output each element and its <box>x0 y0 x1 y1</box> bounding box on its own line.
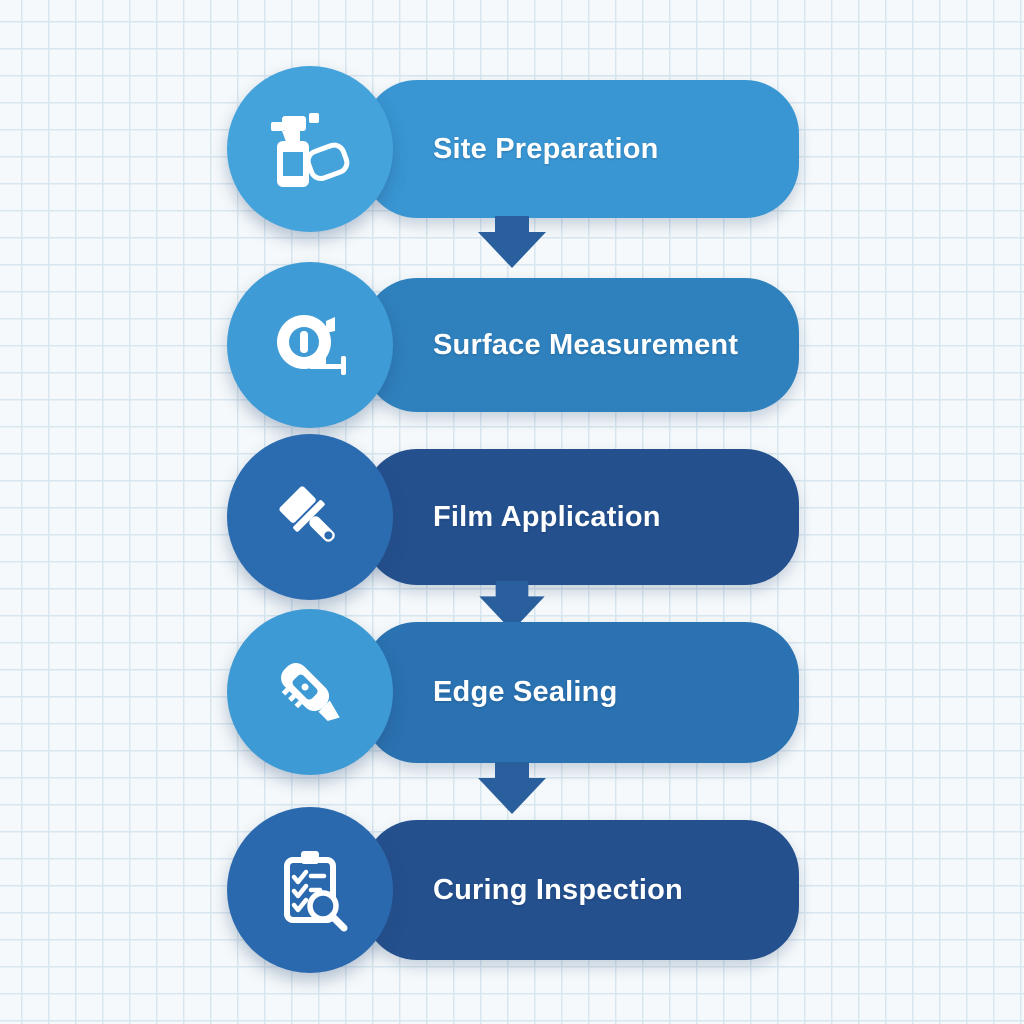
step-label: Edge Sealing <box>433 676 618 708</box>
tape-measure-icon <box>277 315 346 375</box>
step-label: Film Application <box>433 500 661 533</box>
arrow-down-icon <box>478 216 546 268</box>
step-pill: Surface Measurement <box>363 278 799 412</box>
step-label: Site Preparation <box>433 132 659 165</box>
step-circle <box>227 262 393 428</box>
arrow-down-icon <box>478 762 546 814</box>
step-pill: Film Application <box>363 449 799 585</box>
step-pill: Site Preparation <box>363 80 799 218</box>
squeegee-icon <box>279 486 335 542</box>
spray-cleaner-icon <box>271 113 350 187</box>
step-circle <box>227 66 393 232</box>
step-circle <box>227 434 393 600</box>
step-circle <box>227 807 393 973</box>
utility-knife-icon <box>281 663 340 721</box>
step-pill: Curing Inspection <box>363 820 799 960</box>
step-label: Curing Inspection <box>433 873 683 906</box>
step-pill: Edge Sealing <box>363 622 799 763</box>
clipboard-inspection-icon <box>284 851 348 932</box>
arrow-down-icon <box>479 581 545 631</box>
step-circle <box>227 609 393 775</box>
step-label: Surface Measurement <box>433 328 739 361</box>
